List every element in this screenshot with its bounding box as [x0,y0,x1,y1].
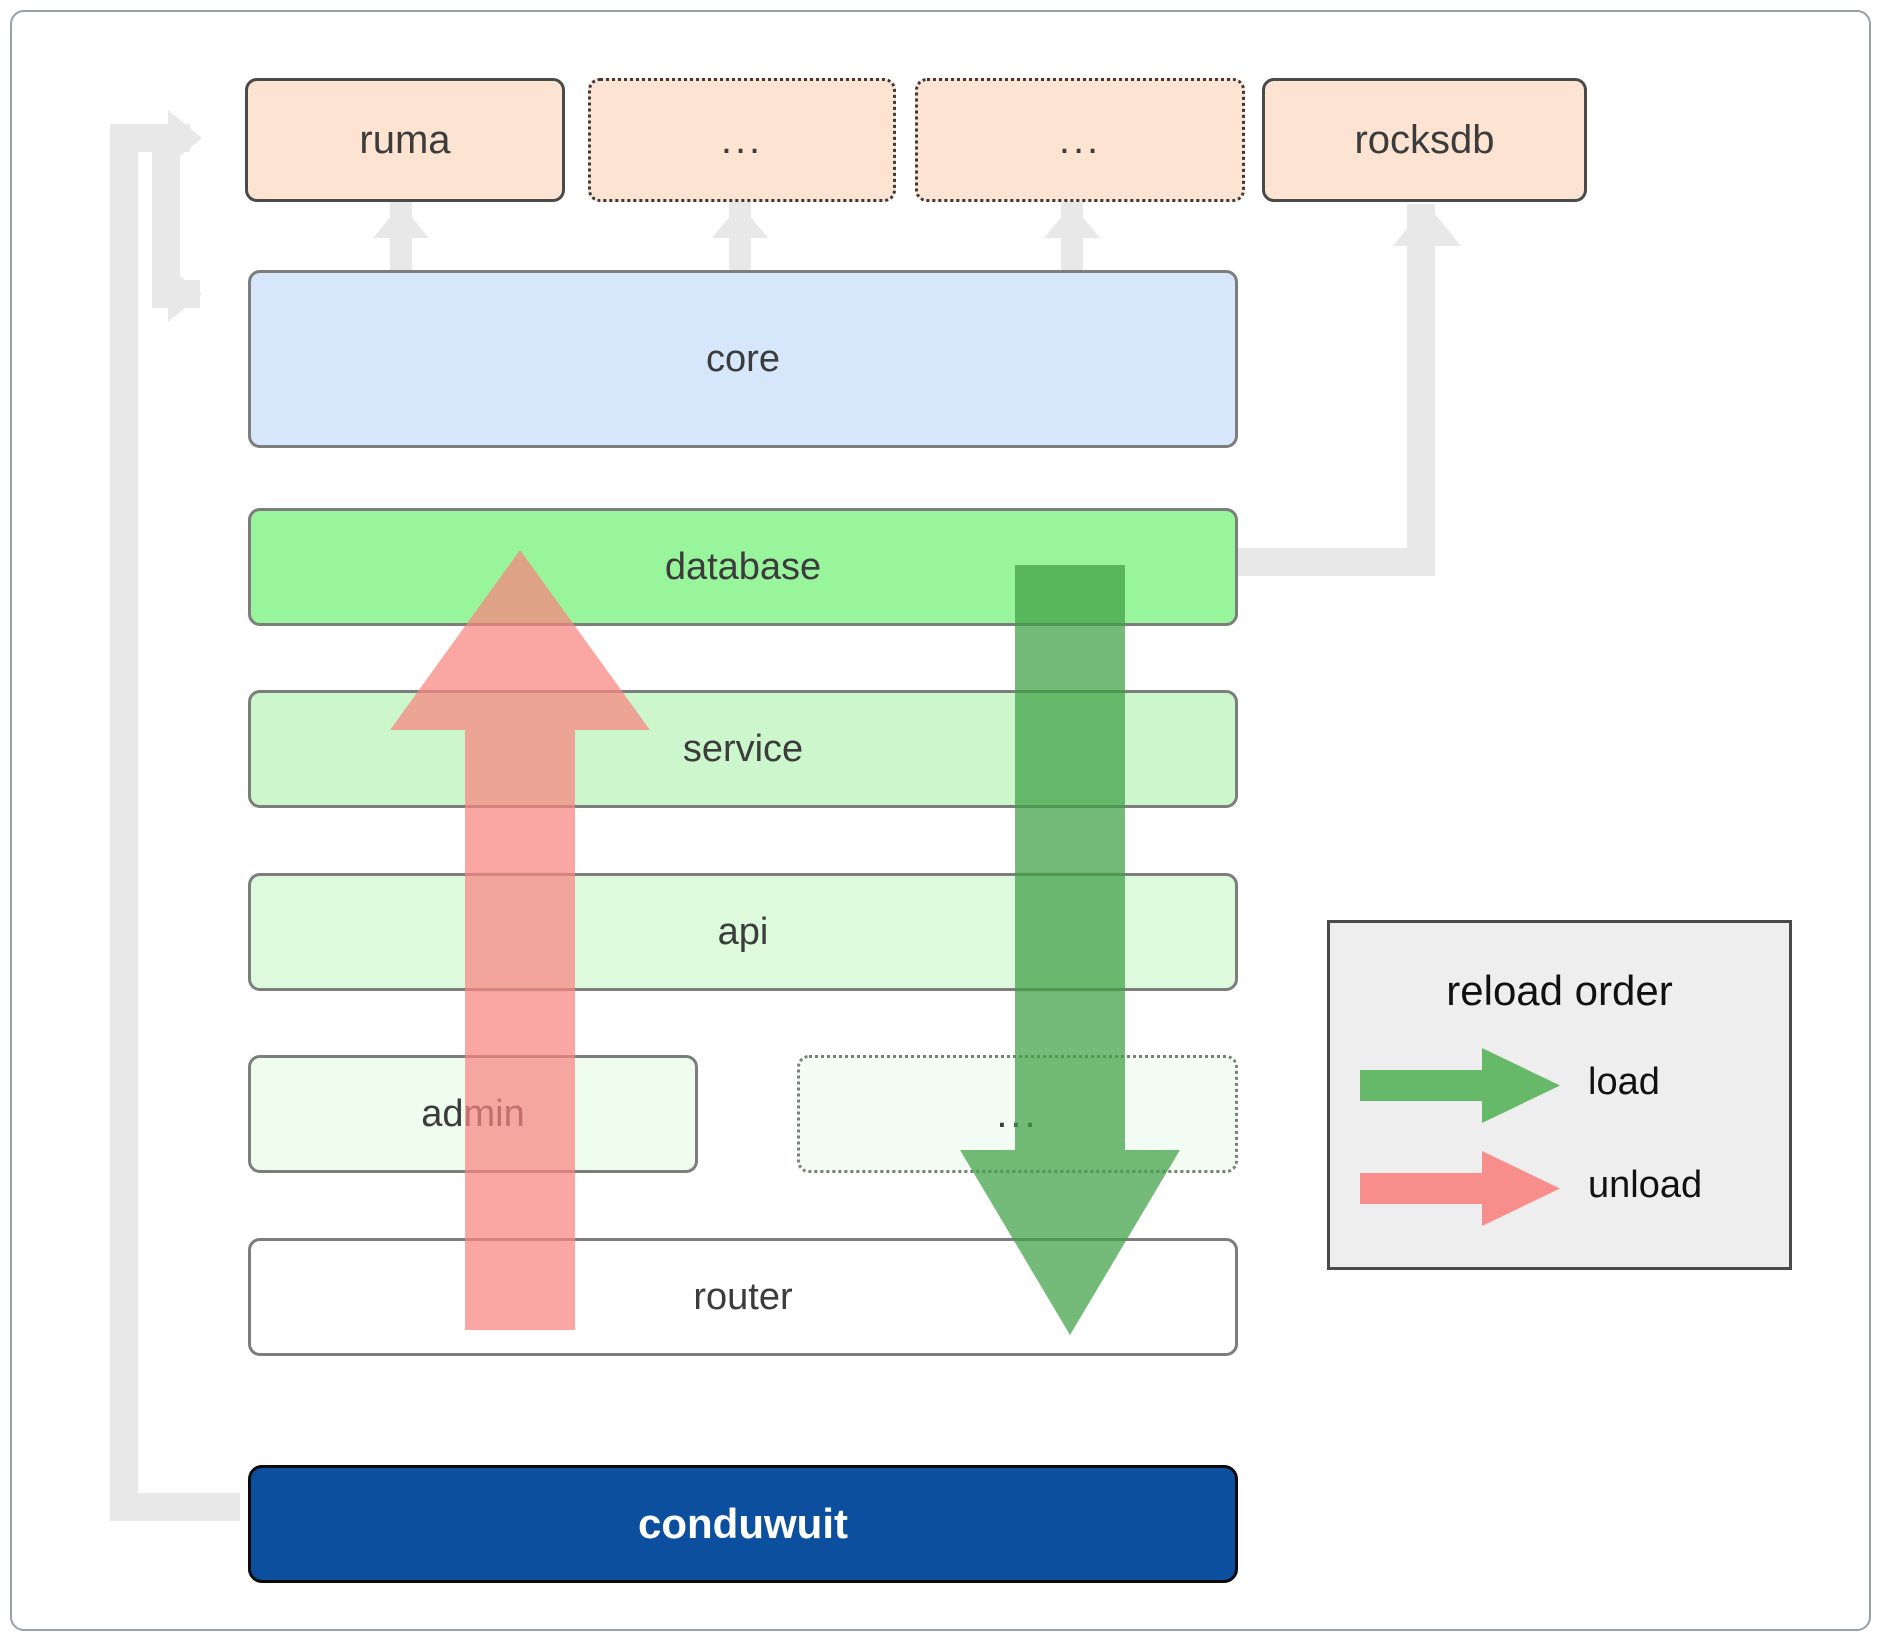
legend-load-label: load [1588,1061,1660,1103]
connector-core-to-dep1-head [712,204,768,238]
connector-trunk-bottom [110,1493,240,1521]
node-api-label: api [717,910,769,953]
node-service-label: service [682,727,804,770]
node-dep-more-2[interactable]: ... [915,78,1245,202]
connector-core-to-dep2-head [1044,204,1100,238]
node-core-label: core [706,337,780,380]
legend-unload-label: unload [1588,1164,1703,1206]
legend-unload-arrow-icon [1360,1151,1560,1226]
node-database-label: database [664,545,822,588]
node-conduwuit-label: conduwuit [638,1500,848,1547]
node-conduwuit[interactable]: conduwuit [248,1465,1238,1583]
node-rocksdb-label: rocksdb [1354,117,1495,162]
node-dep-more-1[interactable]: ... [588,78,896,202]
node-core[interactable]: core [248,270,1238,448]
connector-database-to-rocksdb-horizontal [1210,548,1435,576]
node-router-label: router [693,1275,793,1318]
legend-panel: reload order load unload [1327,920,1792,1270]
legend-title: reload order [1446,967,1673,1014]
connector-database-to-rocksdb-vertical [1407,204,1435,562]
node-rocksdb[interactable]: rocksdb [1262,78,1587,202]
load-flow-arrow [960,565,1180,1335]
unload-flow-arrow [390,550,650,1330]
connector-database-to-rocksdb-head [1393,204,1461,246]
diagram-frame [10,10,1871,1631]
legend-load-arrow-icon [1360,1048,1560,1123]
connector-trunk-vertical [110,124,138,1507]
node-dep-more-2-label: ... [1058,118,1102,162]
node-dep-more-1-label: ... [720,118,764,162]
node-ruma-label: ruma [359,117,451,162]
connector-arrowhead-core [168,266,202,322]
node-ruma[interactable]: ruma [245,78,565,202]
connector-core-to-ruma-head [373,204,429,238]
